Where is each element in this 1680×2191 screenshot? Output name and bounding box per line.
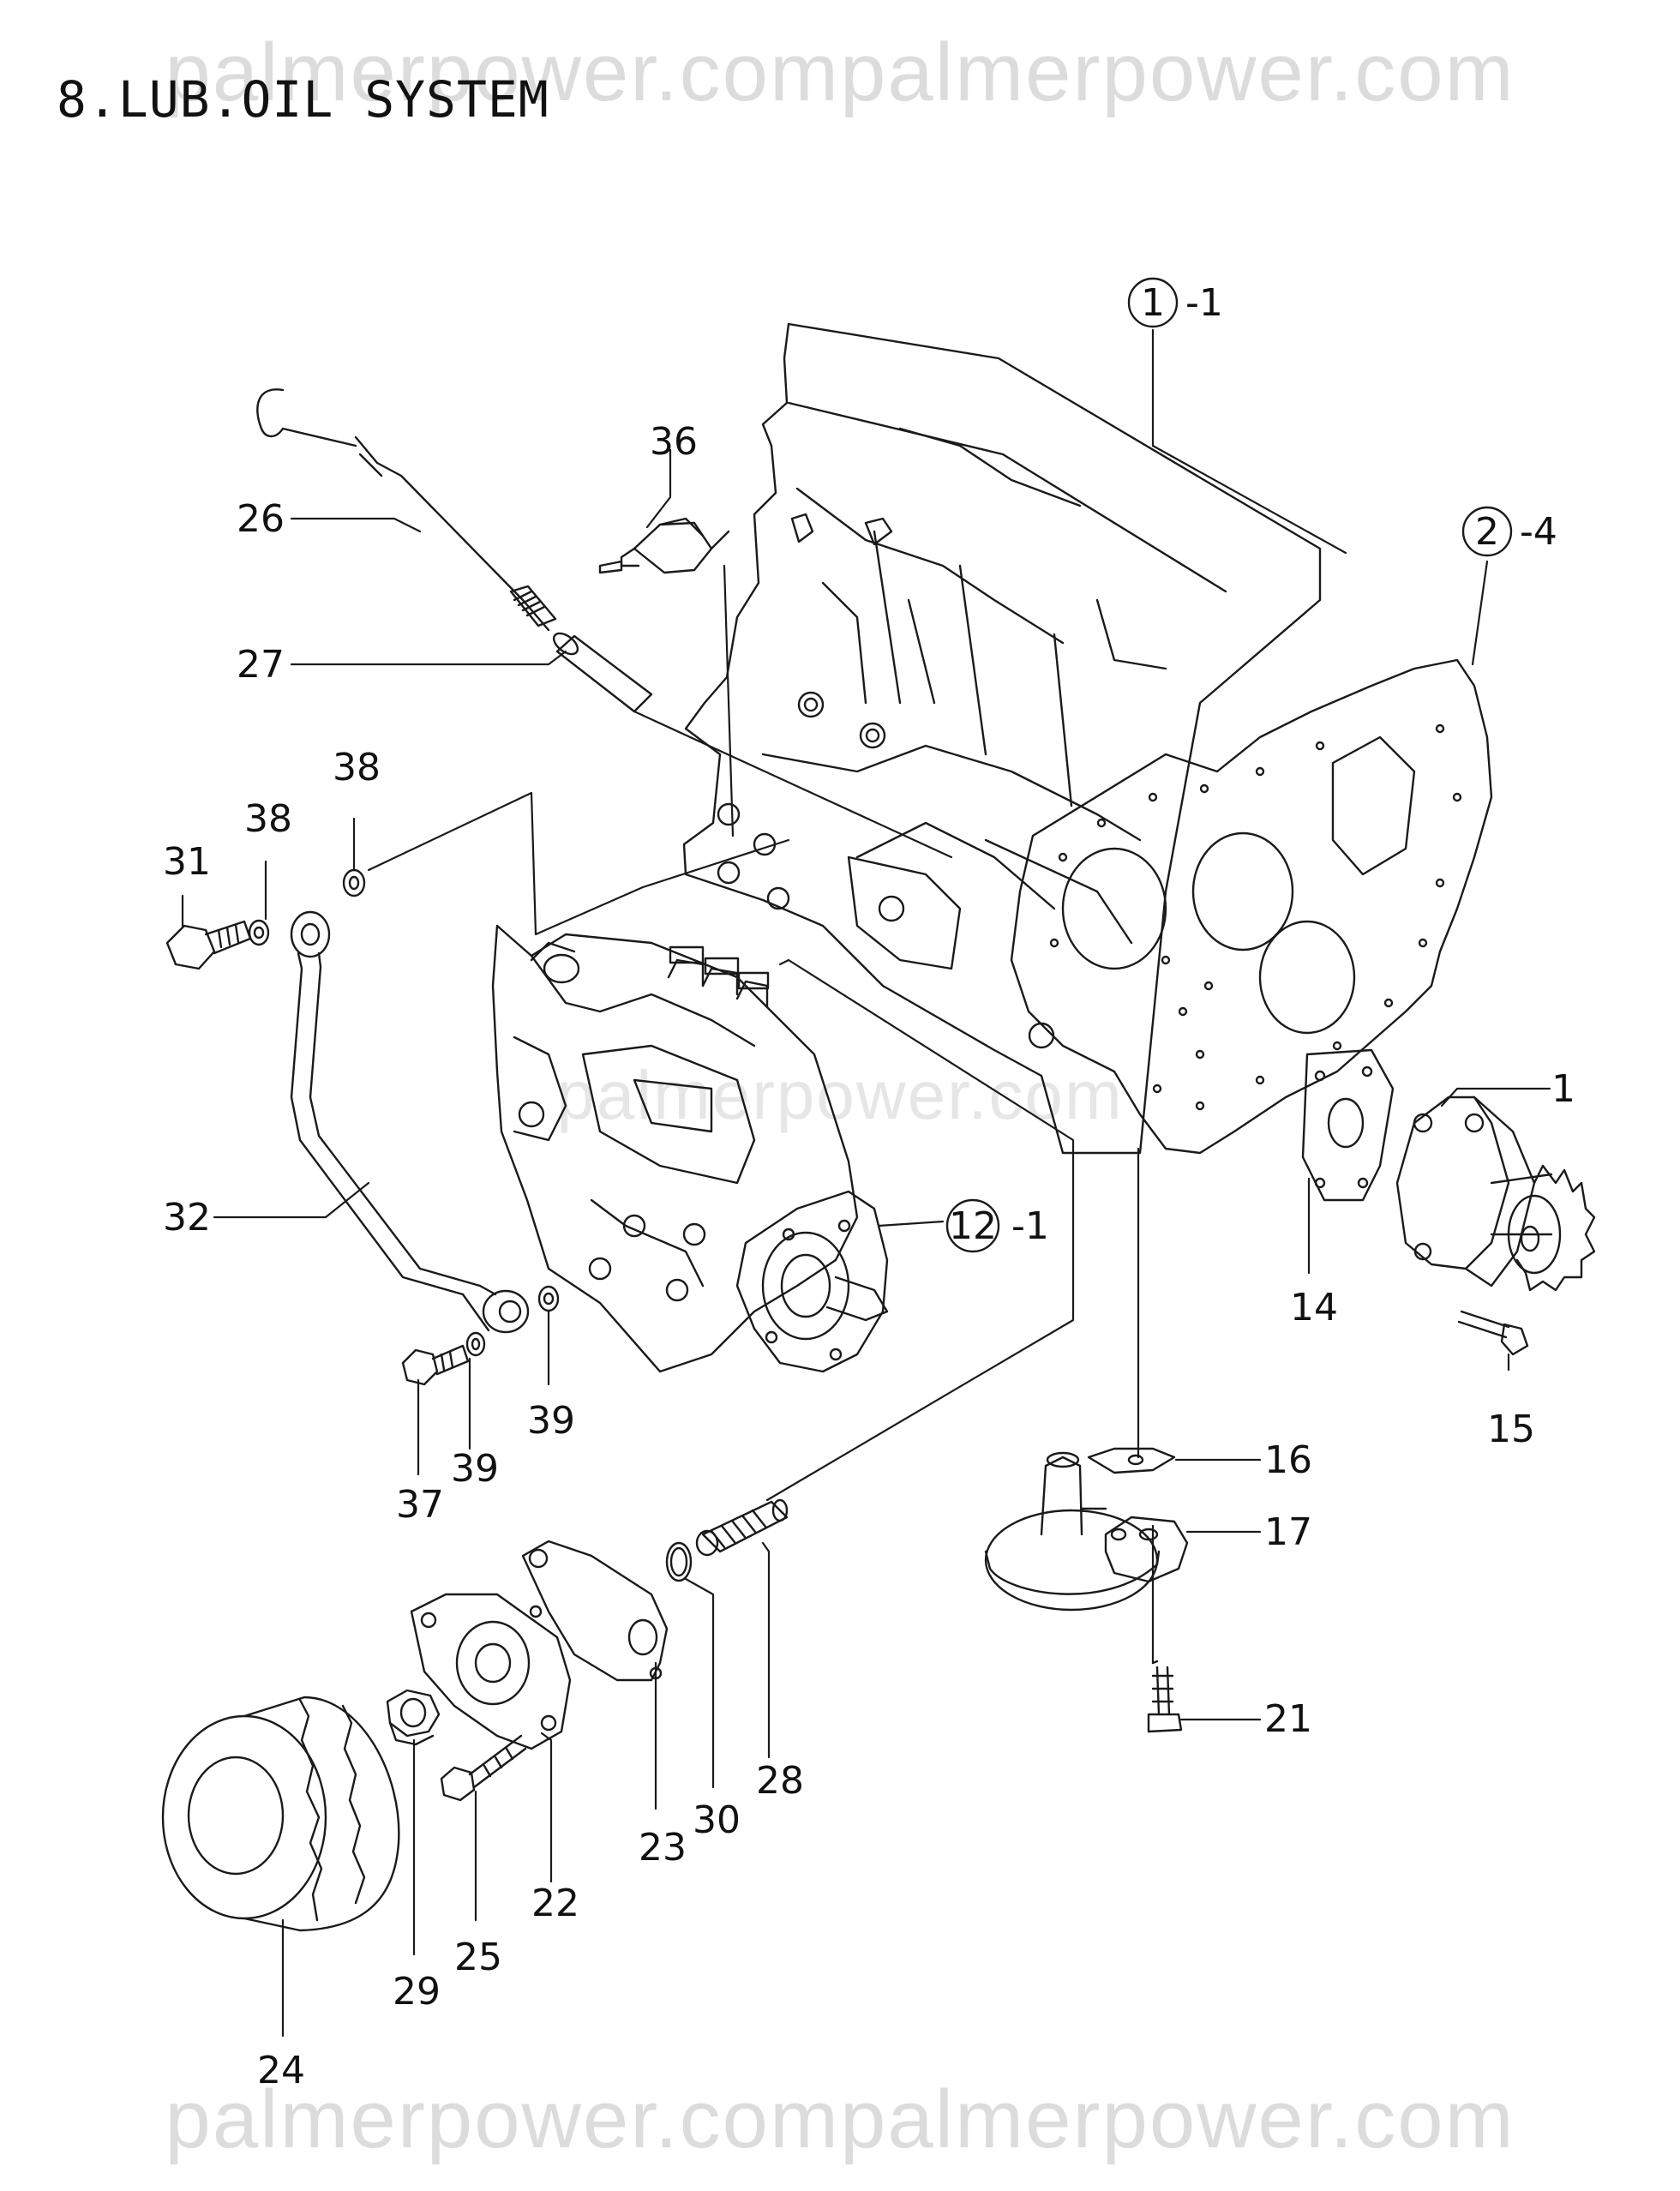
- callout-17: 17: [1264, 1510, 1312, 1554]
- gasket-16: [1087, 1447, 1176, 1474]
- bolt-21: [1147, 1660, 1183, 1733]
- filter-bracket-22: [410, 1593, 572, 1750]
- part-callouts: 1 -1 2 -4 12 -1 1 14 15 16 17 21 22 23 2…: [163, 281, 1575, 2092]
- callout-suffix-1: -1: [1185, 281, 1223, 325]
- callout-26: 26: [237, 497, 285, 541]
- washer-38b: [342, 868, 366, 897]
- page-title: 8.LUB.OIL SYSTEM: [57, 70, 549, 129]
- callout-36: 36: [650, 420, 698, 464]
- nut-29: [386, 1689, 441, 1746]
- callout-23: 23: [639, 1826, 687, 1870]
- callout-30: 30: [693, 1798, 741, 1842]
- oil-pressure-switch: [598, 517, 730, 574]
- callout-38-left: 38: [244, 797, 292, 841]
- bracket-17: [1104, 1516, 1189, 1583]
- oil-pump-gasket: [1301, 1048, 1395, 1202]
- o-ring-30: [665, 1541, 693, 1582]
- callout-28: 28: [756, 1759, 804, 1803]
- bolt-15: [1457, 1310, 1529, 1356]
- callout-25: 25: [454, 1936, 502, 1979]
- callout-circled-1: 1: [1141, 281, 1165, 325]
- callout-32: 32: [163, 1196, 211, 1240]
- callout-circled-2: 2: [1475, 510, 1499, 554]
- callout-31: 31: [163, 840, 211, 884]
- banjo-bolt-31: [165, 920, 252, 970]
- gasket-23: [521, 1540, 669, 1682]
- callout-14: 14: [1290, 1286, 1338, 1330]
- leader-lines: [181, 328, 1551, 2038]
- bolt-25: [440, 1734, 527, 1802]
- washer-38a: [248, 919, 270, 946]
- oil-strainer: [984, 1451, 1161, 1612]
- callout-38-right: 38: [333, 746, 381, 789]
- washer-39a: [465, 1331, 486, 1357]
- injection-pump: [491, 924, 889, 1373]
- callout-24: 24: [257, 2049, 305, 2092]
- washer-39b: [537, 1285, 560, 1312]
- callout-16: 16: [1264, 1438, 1312, 1482]
- watermark-top: palmerpower.compalmerpower.com: [165, 27, 1515, 118]
- cover-plate: [847, 855, 962, 970]
- callout-suffix-2: -4: [1520, 510, 1557, 554]
- callout-suffix-12: -1: [1011, 1204, 1049, 1248]
- callout-21: 21: [1264, 1697, 1312, 1741]
- rear-plate: [1010, 658, 1493, 1155]
- engine-block: [682, 322, 1322, 1155]
- callout-1: 1: [1551, 1067, 1575, 1111]
- dipstick-tube: [552, 632, 653, 713]
- callout-22: 22: [531, 1882, 579, 1925]
- oil-pump: [1395, 1096, 1596, 1292]
- callout-27: 27: [237, 643, 285, 687]
- oil-filter: [161, 1696, 400, 1932]
- dipstick: [256, 388, 557, 632]
- banjo-bolt-37: [401, 1344, 470, 1386]
- callout-29: 29: [393, 1970, 441, 2014]
- callout-15: 15: [1487, 1408, 1535, 1451]
- nipple-28: [695, 1498, 789, 1557]
- callout-37: 37: [396, 1483, 444, 1527]
- callout-39-right: 39: [527, 1399, 575, 1443]
- callout-39-left: 39: [451, 1447, 499, 1491]
- watermark-bottom: palmerpower.compalmerpower.com: [165, 2074, 1515, 2165]
- callout-circled-12: 12: [949, 1204, 997, 1248]
- oil-pipe: [290, 910, 530, 1334]
- reference-circles: [945, 277, 1513, 1253]
